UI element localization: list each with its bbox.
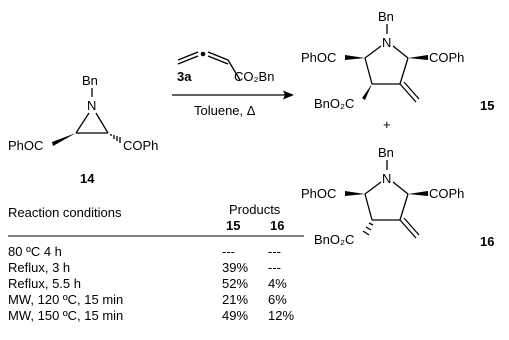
- reagent-ester: CO₂Bn: [234, 69, 274, 84]
- table-cell-16: ---: [268, 244, 281, 259]
- c15-number: 15: [480, 98, 494, 113]
- table-header-conditions: Reaction conditions: [8, 205, 122, 220]
- allene-bond-1a: [177, 51, 199, 61]
- table-cell-condition: MW, 150 ºC, 15 min: [8, 308, 123, 323]
- c16-wedge-left: [345, 191, 365, 196]
- table-cell-16: 6%: [268, 292, 287, 307]
- compound-15: Bn N PhOC COPh BnO₂C 15: [301, 9, 494, 113]
- table-header-products: Products: [229, 202, 281, 217]
- table-cell-condition: Reflux, 5.5 h: [8, 276, 81, 291]
- c16-number: 16: [480, 234, 494, 249]
- table-cell-condition: 80 ºC 4 h: [8, 244, 62, 259]
- reagent-3a: 3a CO₂Bn: [177, 51, 274, 84]
- c14-ring-bond-left: [75, 112, 90, 134]
- c14-number: 14: [80, 171, 95, 186]
- c15-ester-group: BnO₂C: [314, 96, 354, 111]
- table-cell-16: ---: [268, 260, 281, 275]
- table-cell-15: 52%: [222, 276, 248, 291]
- c16-ring-n-c5: [392, 181, 409, 195]
- c14-ring-bond-right: [95, 112, 109, 134]
- compound-16: Bn N PhOC COPh BnO₂C 16: [301, 145, 494, 249]
- c16-ring-c2-c3: [364, 193, 373, 221]
- c15-right-group: COPh: [429, 50, 464, 65]
- c16-hash-ester: [362, 222, 374, 236]
- table-cell-16: 4%: [268, 276, 287, 291]
- plus-sign: +: [383, 117, 391, 132]
- c15-methylene-a: [399, 83, 417, 103]
- c16-bn-label: Bn: [378, 145, 394, 160]
- c14-bn-label: Bn: [82, 73, 98, 88]
- arrow-head: [283, 90, 294, 100]
- table-cell-condition: MW, 120 ºC, 15 min: [8, 292, 123, 307]
- allene-ester-bond: [227, 59, 241, 81]
- reaction-arrow: [172, 90, 294, 100]
- table-cell-16: 12%: [268, 308, 294, 323]
- c15-n-label: N: [382, 35, 391, 50]
- c14-wedge-left: [52, 133, 76, 146]
- c14-hash-right: [110, 134, 121, 143]
- c16-methylene-b: [403, 217, 420, 236]
- c16-wedge-right: [408, 191, 428, 196]
- c16-right-group: COPh: [429, 186, 464, 201]
- c14-left-group: PhOC: [8, 138, 43, 153]
- table-cell-15: 39%: [222, 260, 248, 275]
- c15-wedge-ester: [362, 84, 372, 100]
- c16-left-group: PhOC: [301, 186, 336, 201]
- c15-ring-n-c2: [364, 45, 382, 59]
- table-header-16: 16: [270, 218, 284, 233]
- allene-bond-2b: [207, 55, 229, 65]
- c15-methylene-b: [403, 81, 420, 100]
- c15-ring-c2-c3: [364, 57, 373, 85]
- allene-bond-2a: [207, 51, 229, 61]
- c15-left-group: PhOC: [301, 50, 336, 65]
- c15-wedge-left: [345, 55, 365, 60]
- c16-methylene-a: [399, 219, 417, 239]
- reagent-number: 3a: [177, 69, 192, 84]
- c16-ring-n-c2: [364, 181, 382, 195]
- c16-n-label: N: [382, 171, 391, 186]
- table-cell-15: 49%: [222, 308, 248, 323]
- results-table: Reaction conditions Products 15 16 80 ºC…: [8, 202, 304, 323]
- table-cell-15: 21%: [222, 292, 248, 307]
- c15-ring-c4-c5: [399, 57, 409, 85]
- c16-ester-group: BnO₂C: [314, 232, 354, 247]
- table-cell-condition: Reflux, 3 h: [8, 260, 70, 275]
- table-header-15: 15: [226, 218, 240, 233]
- c14-n-label: N: [87, 98, 96, 113]
- c16-ring-c4-c5: [399, 193, 409, 221]
- reaction-conditions: Toluene, Δ: [194, 103, 256, 118]
- allene-bond-1b: [177, 55, 199, 65]
- c15-wedge-right: [408, 55, 428, 60]
- allene-center-dot: [200, 51, 206, 57]
- table-cell-15: ---: [222, 244, 235, 259]
- compound-14: Bn N PhOC COPh 14: [8, 73, 158, 186]
- c14-right-group: COPh: [123, 138, 158, 153]
- c15-bn-label: Bn: [378, 9, 394, 24]
- c15-ring-n-c5: [392, 45, 409, 59]
